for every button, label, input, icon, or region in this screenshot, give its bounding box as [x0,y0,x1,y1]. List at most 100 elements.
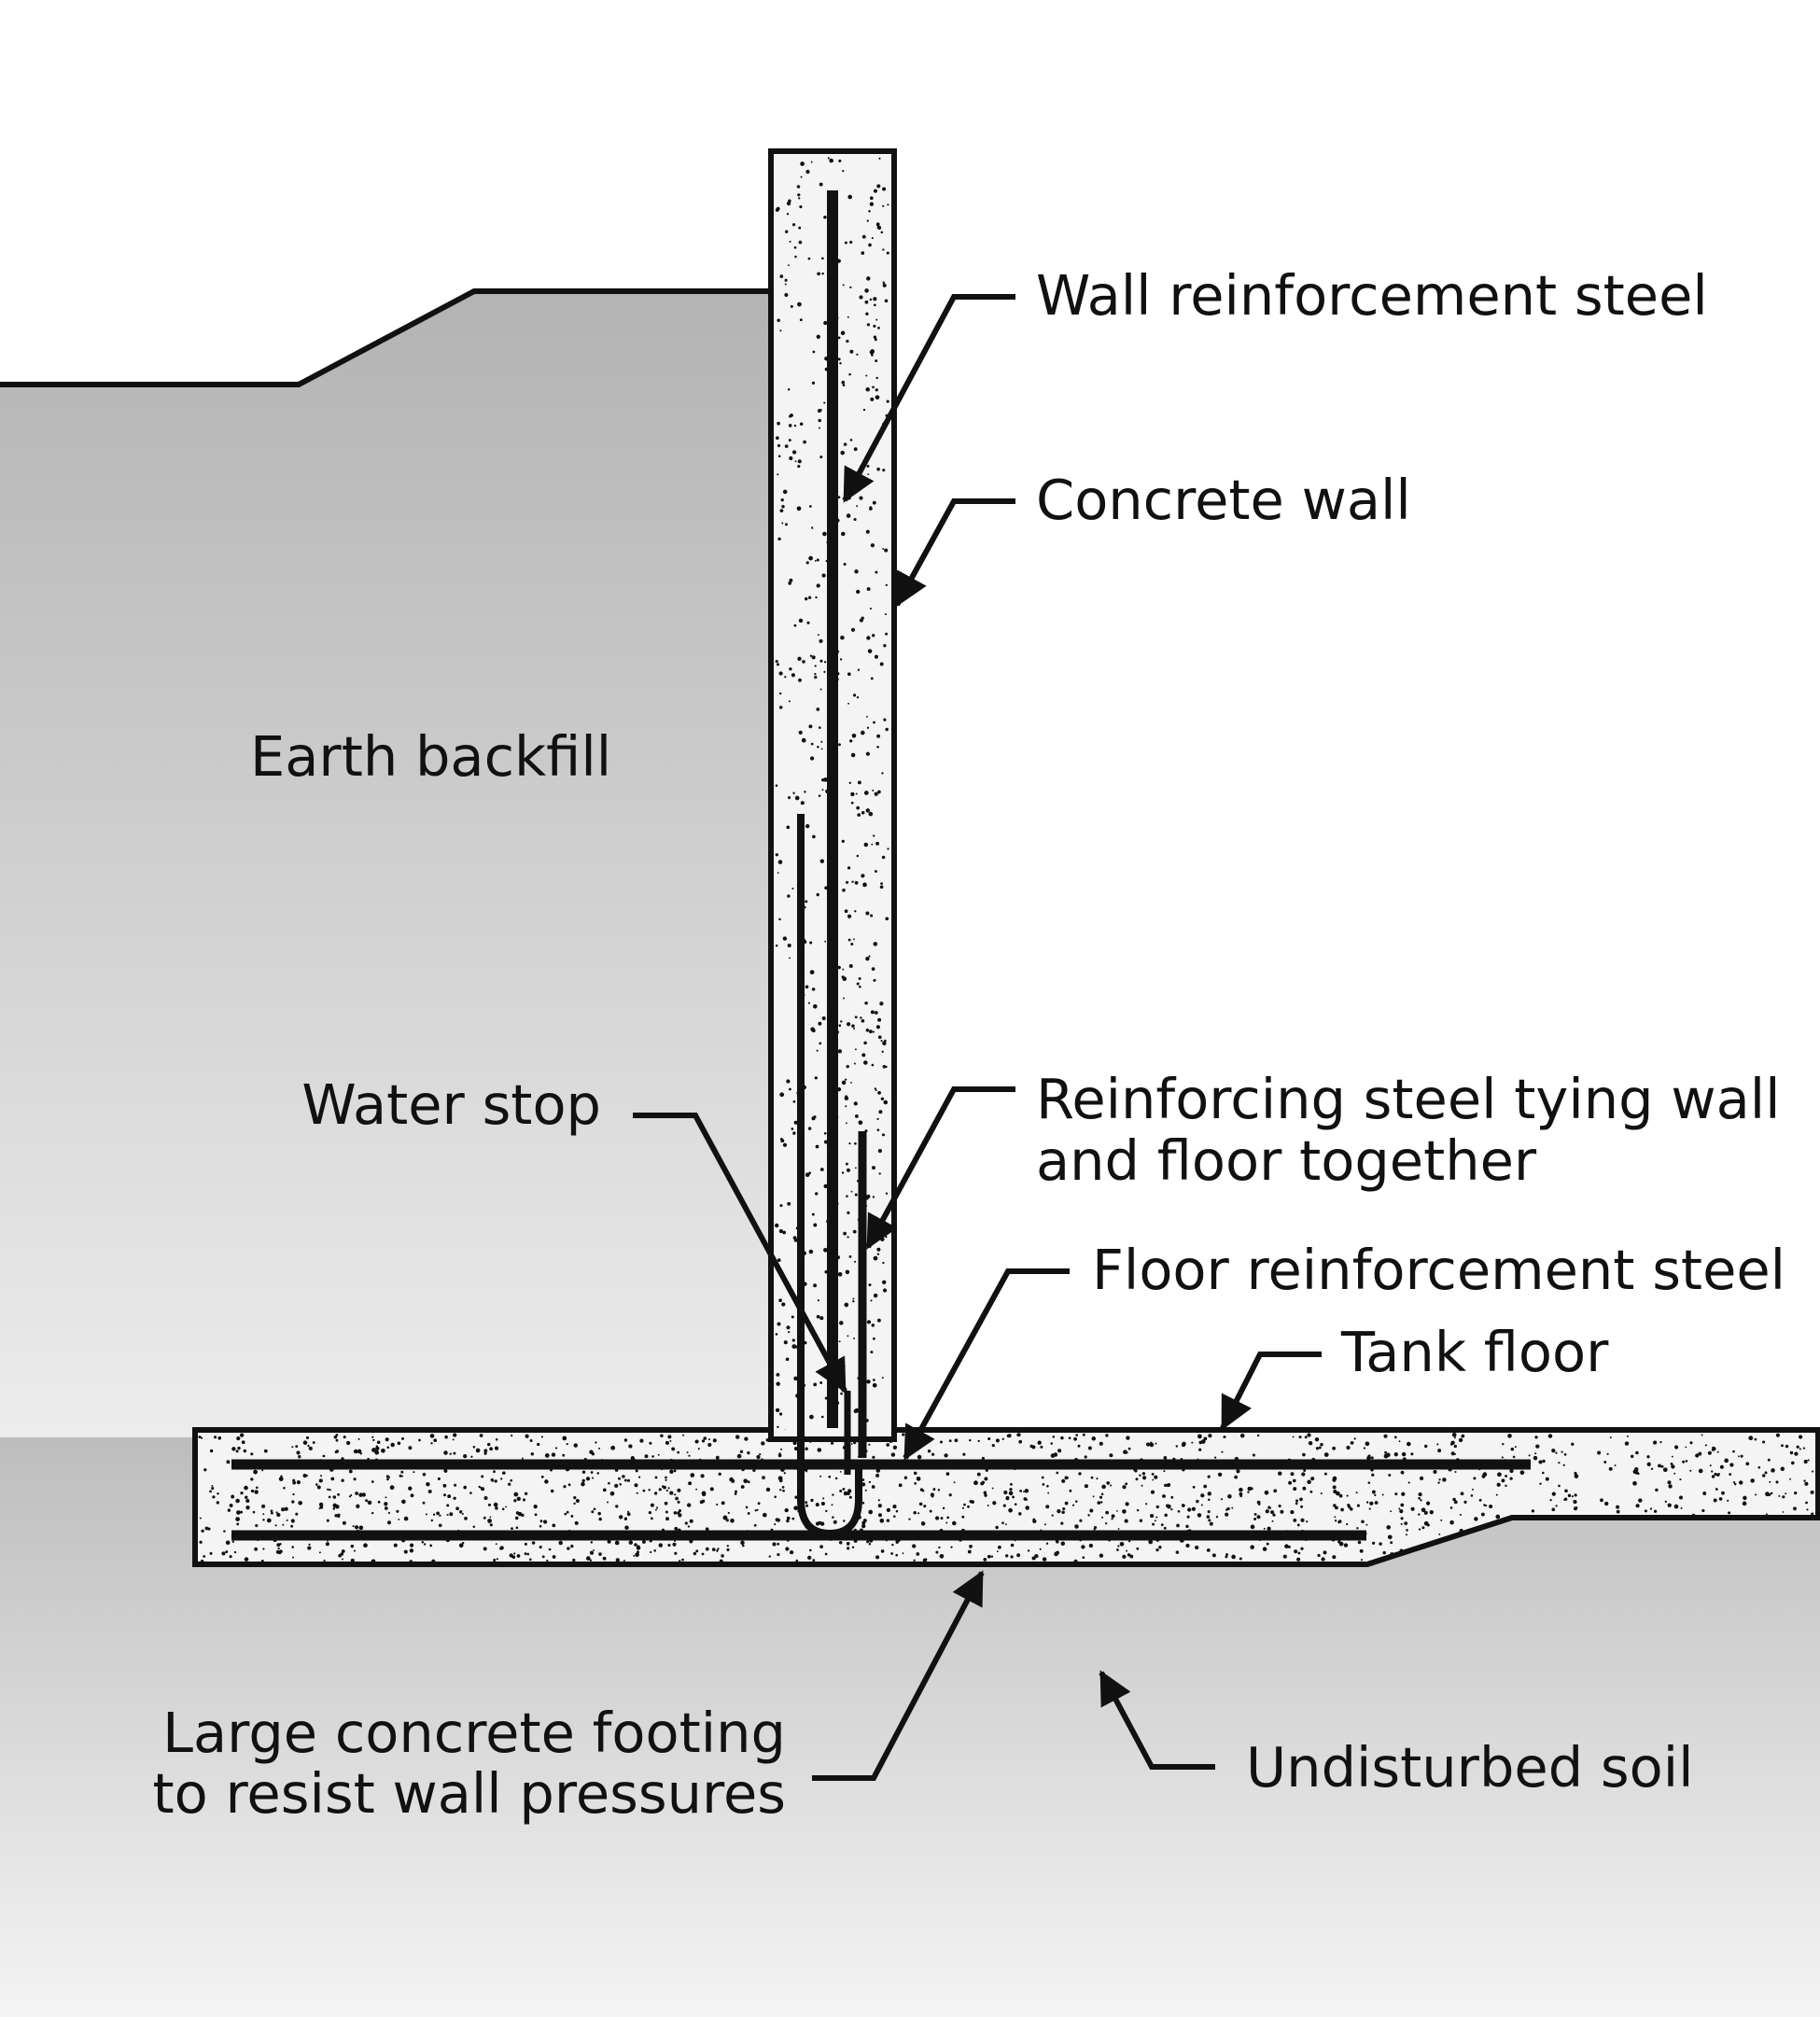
concrete-speck [858,1120,863,1126]
concrete-speck [427,1490,432,1493]
concrete-speck [891,1543,894,1547]
concrete-speck [1302,1486,1307,1491]
concrete-speck [991,1443,995,1448]
concrete-speck [1314,1436,1320,1442]
concrete-speck [788,264,790,267]
concrete-speck [409,1548,414,1553]
concrete-speck [684,1521,688,1525]
concrete-speck [623,1478,627,1482]
concrete-speck [1239,1492,1243,1496]
concrete-speck [319,1506,324,1509]
concrete-speck [478,1485,481,1489]
concrete-speck [356,1504,360,1508]
concrete-speck [1024,1489,1029,1493]
concrete-speck [1371,1490,1376,1494]
concrete-speck [863,842,869,847]
concrete-speck [270,1511,273,1515]
concrete-speck [1387,1534,1393,1540]
concrete-speck [602,1556,607,1561]
concrete-speck [1075,1500,1078,1503]
concrete-speck [838,1541,843,1545]
concrete-speck [626,1512,631,1517]
concrete-speck [1082,1433,1085,1436]
concrete-speck [712,1438,717,1443]
concrete-speck [842,1487,846,1491]
concrete-speck [847,1335,849,1338]
concrete-speck [593,1507,596,1511]
concrete-speck [1748,1436,1754,1441]
concrete-speck [1146,1442,1151,1447]
concrete-speck [872,1196,875,1198]
concrete-speck [1252,1453,1255,1457]
concrete-speck [788,1331,791,1334]
concrete-speck [496,1558,498,1561]
concrete-speck [500,1478,503,1480]
concrete-speck [602,1488,607,1492]
concrete-speck [923,1505,927,1508]
concrete-speck [871,237,874,240]
concrete-speck [1340,1507,1344,1512]
concrete-speck [1206,1548,1211,1552]
concrete-speck [817,409,821,413]
concrete-speck [865,529,870,534]
concrete-speck [609,1491,615,1496]
concrete-speck [654,1476,658,1479]
concrete-speck [1122,1554,1127,1559]
concrete-speck [815,1521,820,1526]
concrete-speck [865,957,870,961]
concrete-speck [862,882,867,888]
concrete-speck [1126,1436,1130,1440]
concrete-speck [747,1480,750,1483]
concrete-speck [250,1452,254,1456]
concrete-speck [866,587,871,592]
concrete-speck [375,1446,380,1451]
concrete-speck [1495,1493,1498,1496]
concrete-speck [809,941,813,945]
concrete-speck [673,1511,678,1515]
concrete-speck [817,745,819,749]
concrete-speck [688,1454,691,1457]
concrete-speck [879,662,884,666]
concrete-speck [801,737,806,743]
concrete-speck [385,1496,387,1499]
concrete-speck [1785,1444,1789,1449]
concrete-speck [892,1445,898,1450]
concrete-speck [1679,1495,1683,1500]
concrete-speck [834,1477,838,1480]
concrete-speck [810,1027,815,1032]
concrete-speck [895,1509,899,1513]
concrete-speck [805,900,808,903]
concrete-speck [332,1507,336,1510]
concrete-speck [1207,1510,1211,1514]
concrete-speck [1609,1436,1612,1439]
concrete-speck [334,1450,338,1454]
concrete-speck [850,1443,853,1445]
concrete-speck [483,1451,487,1455]
concrete-speck [853,1338,856,1339]
concrete-speck [876,1128,880,1132]
concrete-speck [903,1476,908,1479]
concrete-speck [1195,1545,1199,1550]
concrete-speck [511,1527,513,1531]
concrete-speck [590,1471,594,1474]
concrete-speck [721,1501,725,1506]
concrete-speck [653,1549,656,1552]
concrete-speck [853,517,857,522]
concrete-speck [831,1504,833,1506]
concrete-speck [1071,1504,1075,1506]
concrete-speck [1743,1495,1747,1501]
concrete-speck [1029,1444,1033,1449]
concrete-speck [774,1495,777,1499]
concrete-speck [778,1229,783,1234]
concrete-speck [847,1489,852,1493]
concrete-speck [1691,1513,1696,1518]
concrete-speck [570,1544,574,1548]
concrete-speck [861,616,864,621]
concrete-speck [447,1494,452,1499]
concrete-speck [213,1436,217,1439]
concrete-speck [814,675,818,679]
concrete-speck [1701,1508,1705,1513]
concrete-speck [386,1520,392,1525]
concrete-speck [873,335,877,339]
